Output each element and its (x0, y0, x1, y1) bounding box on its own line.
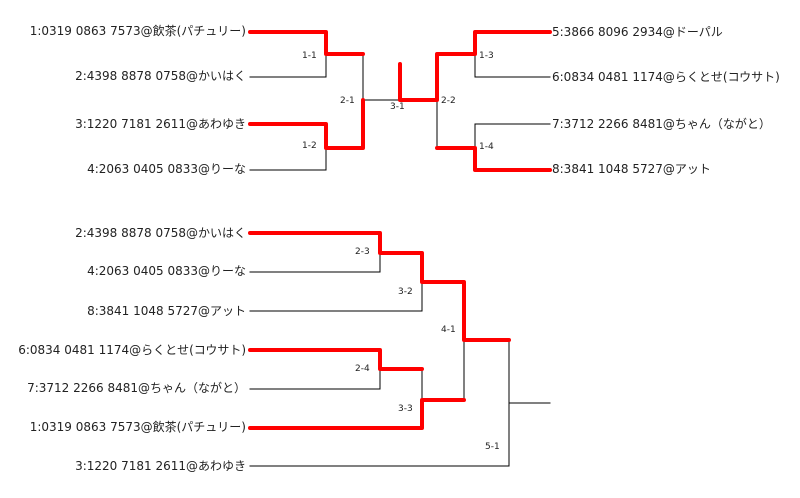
match-label-4-1: 4-1 (441, 325, 456, 335)
win-top-1-4 (435, 146, 552, 172)
match-label-1-2: 1-2 (302, 141, 317, 151)
line-top-p2 (249, 53, 327, 78)
top-left-player-4: 4:2063 0405 0833@りーな (87, 162, 246, 176)
bottom-player-5: 7:3712 2266 8481@ちゃん（ながと） (27, 381, 246, 395)
match-label-5-1: 5-1 (485, 442, 500, 452)
bottom-player-3: 8:3841 1048 5727@アット (87, 304, 246, 318)
line-bot-p8 (249, 281, 423, 312)
bottom-player-2: 4:2063 0405 0833@りーな (87, 264, 246, 278)
match-label-3-1: 3-1 (390, 102, 405, 112)
bottom-player-7: 3:1220 7181 2611@あわゆき (75, 459, 246, 473)
match-label-1-4: 1-4 (479, 142, 494, 152)
win-bot-upper (248, 231, 511, 342)
match-label-1-1: 1-1 (302, 51, 317, 61)
win-bot-3-3 (248, 398, 466, 430)
line-top-p6 (474, 53, 551, 78)
match-label-1-3: 1-3 (479, 51, 494, 61)
top-left-player-3: 3:1220 7181 2611@あわゆき (75, 117, 246, 131)
line-bot-p7 (249, 368, 381, 390)
win-top-1-2 (248, 98, 365, 150)
match-label-3-2: 3-2 (398, 287, 413, 297)
win-bot-2-4 (248, 348, 424, 371)
top-left-player-1: 1:0319 0863 7573@飲茶(パチュリー) (29, 24, 246, 38)
match-label-2-4: 2-4 (355, 364, 370, 374)
win-top-1-1 (248, 30, 365, 56)
top-right-player-5: 5:3866 8096 2934@ドーパル (552, 25, 723, 39)
bottom-player-1: 2:4398 8878 0758@かいはく (75, 226, 246, 240)
match-label-2-3: 2-3 (355, 247, 370, 257)
top-right-player-6: 6:0834 0481 1174@らくとせ(コウサト) (552, 70, 780, 84)
top-right-player-7: 7:3712 2266 8481@ちゃん（ながと） (552, 117, 771, 131)
match-label-3-3: 3-3 (398, 404, 413, 414)
line-top-p4 (249, 147, 327, 171)
line-bot-p3 (249, 339, 510, 467)
top-left-player-2: 2:4398 8878 0758@かいはく (75, 69, 246, 83)
bottom-player-4: 6:0834 0481 1174@らくとせ(コウサト) (18, 343, 246, 357)
match-label-2-2: 2-2 (441, 96, 456, 106)
top-right-player-8: 8:3841 1048 5727@アット (552, 162, 711, 176)
bottom-player-6: 1:0319 0863 7573@飲茶(パチュリー) (29, 420, 246, 434)
match-label-2-1: 2-1 (340, 96, 355, 106)
line-top-p7 (474, 123, 551, 149)
line-bot-p4 (249, 252, 381, 273)
win-top-2-2 (398, 30, 552, 102)
